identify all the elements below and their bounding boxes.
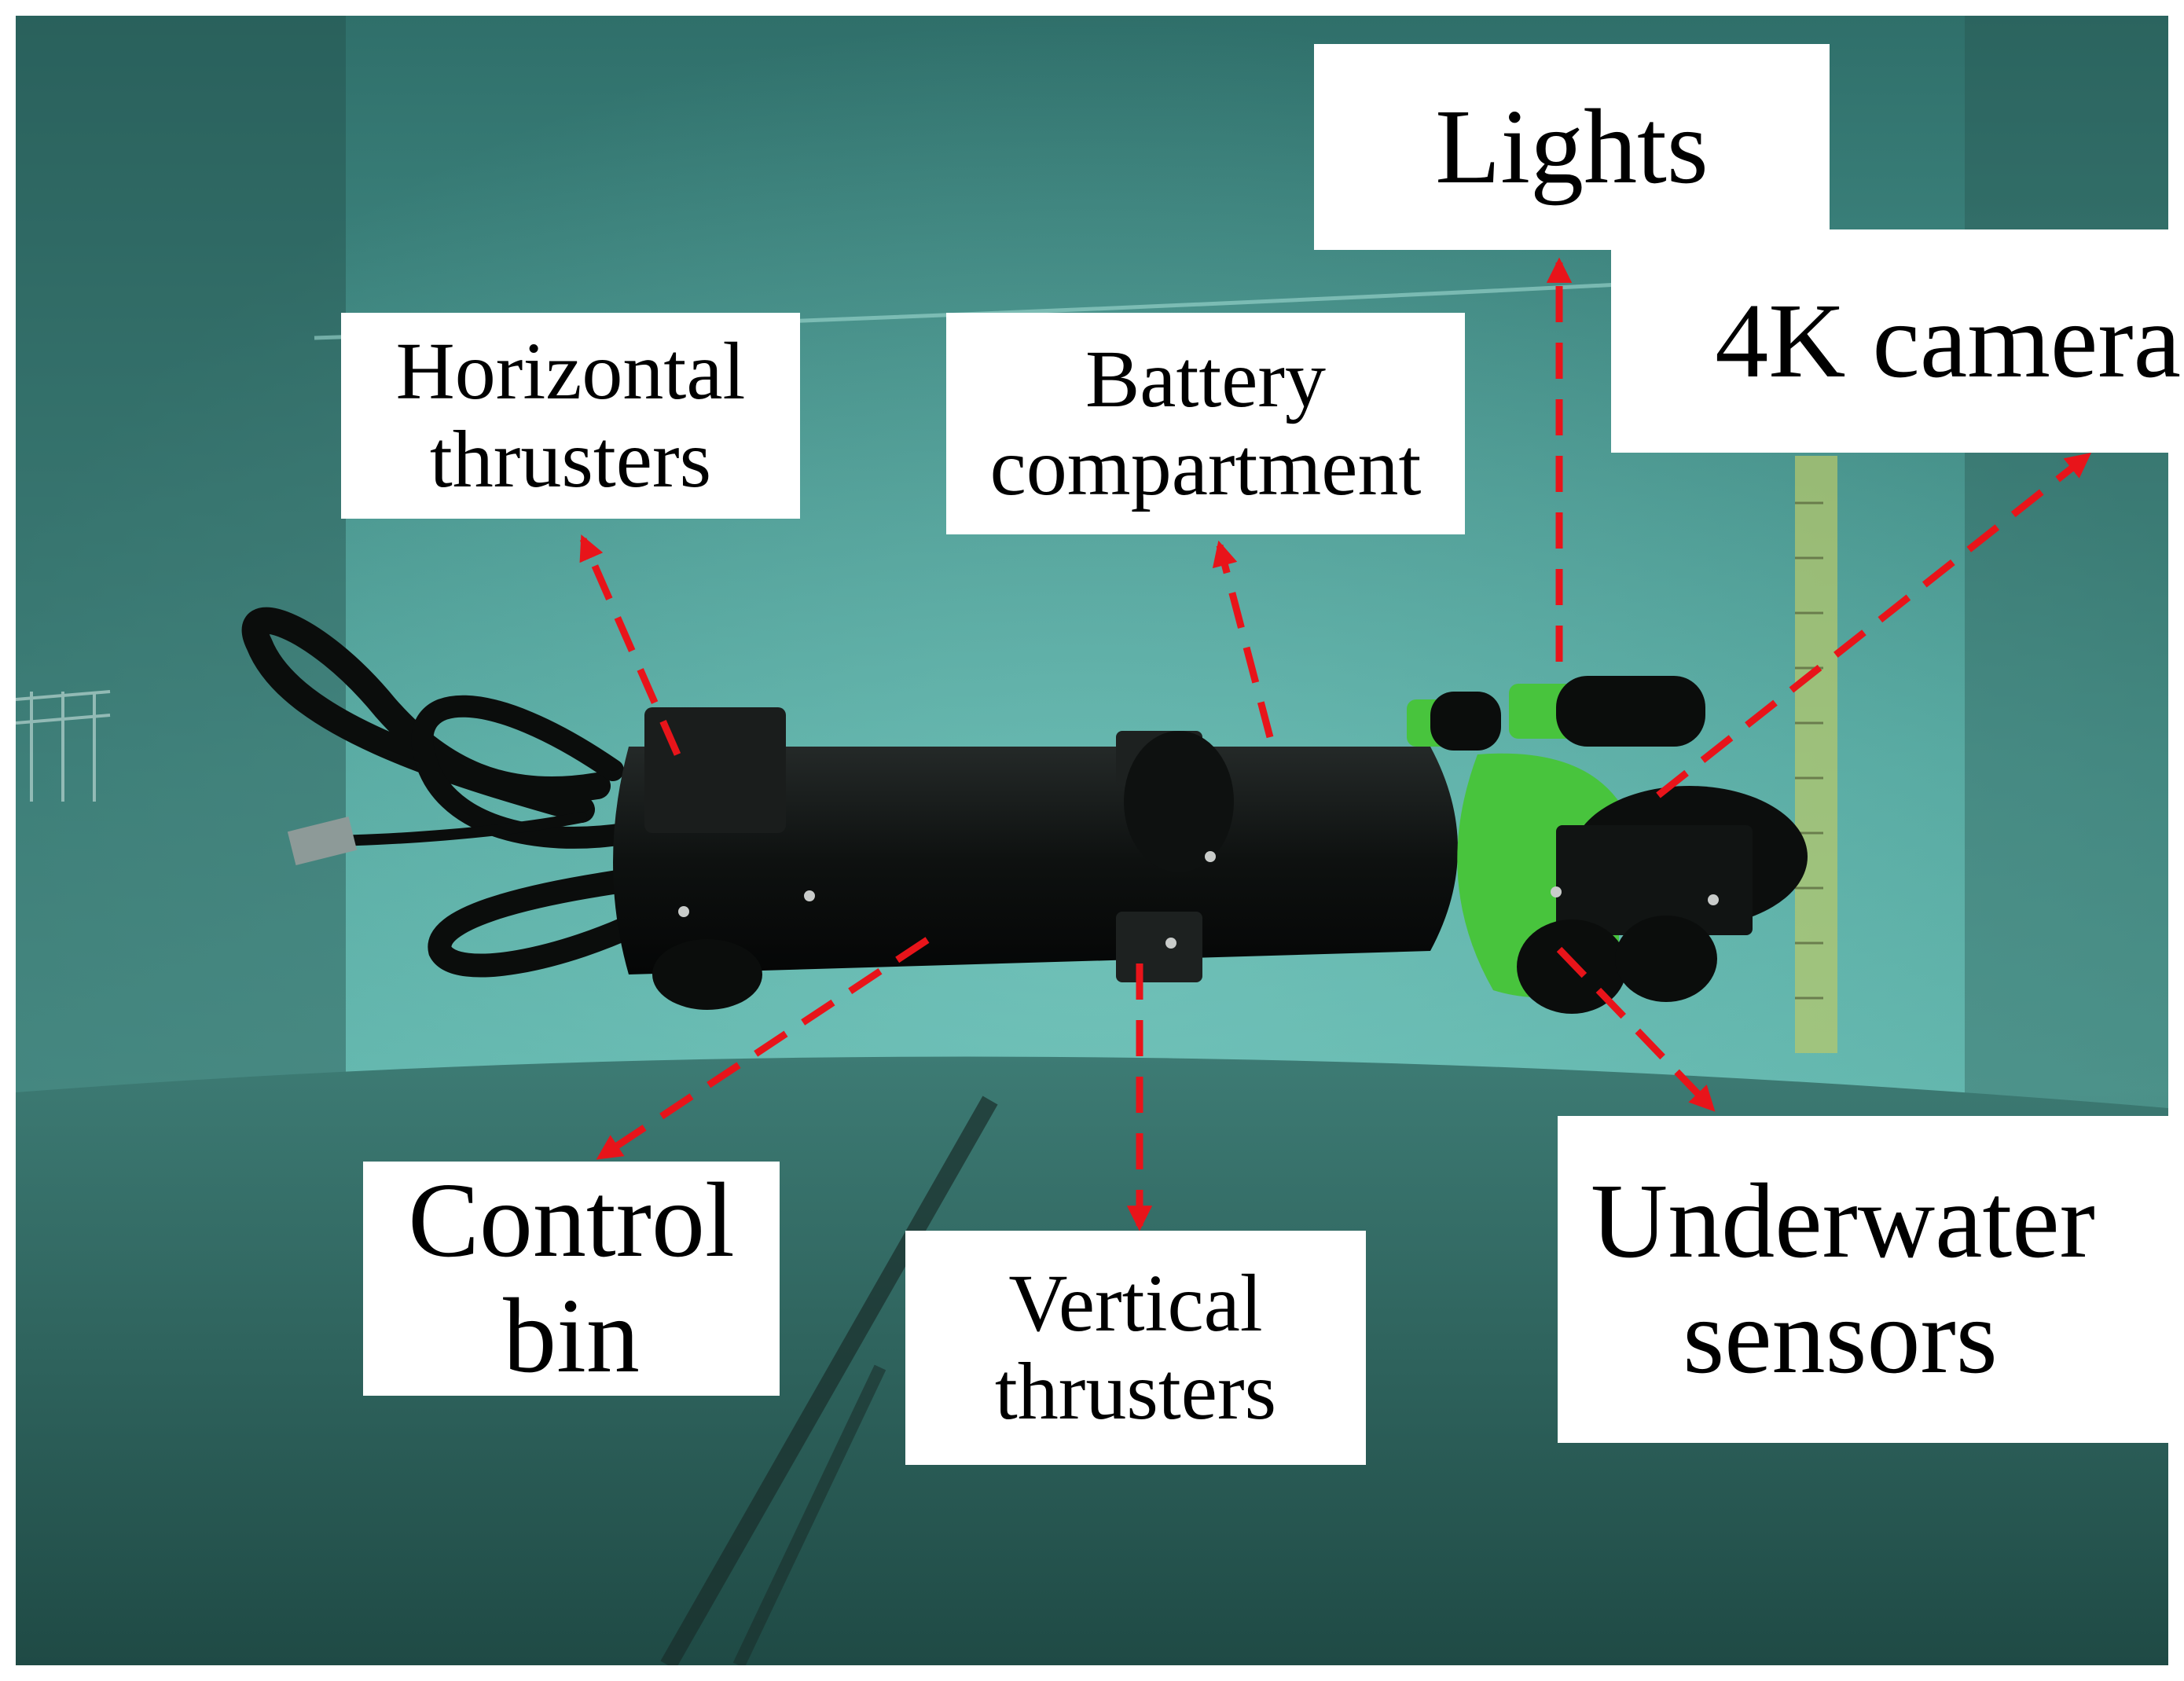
label-vertical-thrusters-line1: Vertical <box>1008 1257 1263 1349</box>
arrow-underwater-sensors <box>1556 946 1716 1112</box>
arrow-4k-camera <box>1656 452 2092 798</box>
pool-wall-dark-right <box>1965 16 2168 1116</box>
hull-bolts <box>678 851 1719 949</box>
label-control-bin-line1: Control <box>408 1162 735 1280</box>
thruster-pod-mid <box>1124 731 1234 872</box>
label-battery-compartment-line1: Battery <box>1085 333 1327 424</box>
label-battery-compartment: Battery compartment <box>946 313 1465 534</box>
pool-wall-dark-left <box>16 16 346 1116</box>
arrow-battery-compartment <box>1212 540 1274 739</box>
tether-connector <box>287 816 358 866</box>
label-vertical-thrusters: Vertical thrusters <box>905 1231 1366 1465</box>
auv-main-hull <box>613 747 1458 974</box>
label-underwater-sensors: Underwater sensors <box>1558 1116 2184 1443</box>
floor-stripe-1 <box>660 1096 998 1665</box>
arrow-control-bin <box>596 937 930 1160</box>
thruster-pod-rear <box>652 939 762 1010</box>
label-control-bin-line2: bin <box>503 1277 640 1395</box>
label-horizontal-thrusters-line2: thrusters <box>429 414 712 505</box>
ruler-ticks <box>1795 501 1823 1000</box>
label-battery-compartment-line2: compartment <box>989 422 1422 512</box>
label-horizontal-thrusters: Horizontal thrusters <box>341 313 800 519</box>
floor-stripe-2 <box>732 1364 886 1665</box>
sensor-pod-2 <box>1615 916 1717 1002</box>
measuring-ruler <box>1795 456 1837 1053</box>
label-vertical-thrusters-line2: thrusters <box>994 1346 1277 1437</box>
arrow-horizontal-thrusters <box>579 534 681 756</box>
label-4k-camera: 4K camera <box>1611 229 2184 453</box>
label-underwater-sensors-line2: sensors <box>1683 1278 1998 1396</box>
label-underwater-sensors-line1: Underwater <box>1591 1162 2095 1281</box>
label-control-bin: Control bin <box>363 1162 780 1396</box>
label-lights: Lights <box>1314 44 1830 250</box>
label-horizontal-thrusters-line1: Horizontal <box>395 325 746 417</box>
auv-tether-cables <box>241 607 656 978</box>
label-lights-line1: Lights <box>1435 87 1709 206</box>
label-4k-camera-line1: 4K camera <box>1715 281 2181 400</box>
ladder-left <box>16 690 111 802</box>
light-cylinder-2 <box>1556 676 1705 747</box>
horizontal-thruster-mount <box>644 707 786 833</box>
light-cylinder-1 <box>1430 692 1501 751</box>
camera-block <box>1556 825 1753 935</box>
